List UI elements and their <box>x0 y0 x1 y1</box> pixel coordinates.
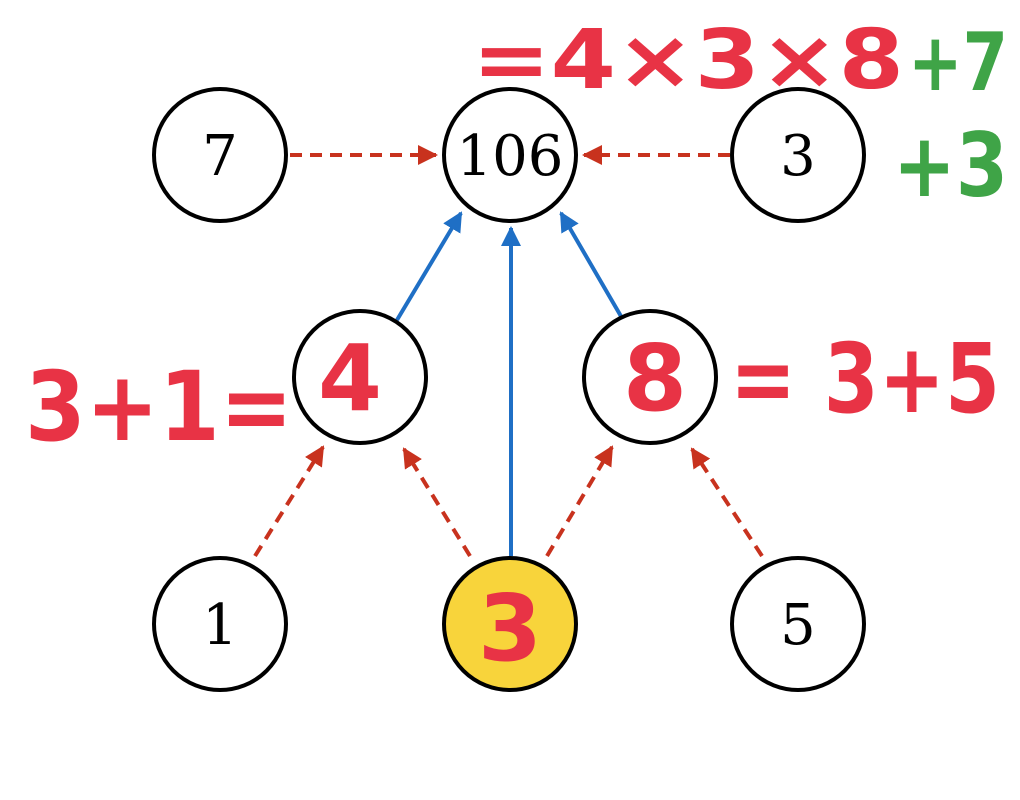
edge-bottom-right-to-mid-right <box>690 447 764 558</box>
node-bottom-right-label: 5 <box>780 593 816 658</box>
node-top-right-label: 3 <box>780 124 816 189</box>
annotation-plus-three: +3 <box>893 114 1008 217</box>
node-top-left: 7 <box>152 87 288 223</box>
annotation-right-equation: = 3+5 <box>730 323 1000 435</box>
node-bottom-left: 1 <box>152 556 288 692</box>
node-top-center-label: 106 <box>457 124 564 189</box>
annotation-plus-seven: +7 <box>908 16 1008 109</box>
node-top-center: 106 <box>442 87 578 223</box>
node-mid-left-label: 4 <box>318 325 382 432</box>
node-mid-left: 4 <box>292 309 428 445</box>
edge-bottom-center-to-mid-right <box>545 445 614 558</box>
edge-mid-left-to-top-center <box>395 211 463 322</box>
node-bottom-center-highlighted: 3 <box>442 556 578 692</box>
edge-mid-right-to-top-center <box>559 211 624 320</box>
edge-bottom-center-to-mid-left <box>402 447 472 558</box>
annotation-top-equation: =4×3×8 <box>472 13 904 108</box>
node-bottom-right: 5 <box>730 556 866 692</box>
annotation-left-equation: 3+1= <box>25 351 293 463</box>
edge-bottom-left-to-mid-left <box>253 445 325 558</box>
node-bottom-left-label: 1 <box>202 593 238 658</box>
node-top-right: 3 <box>730 87 866 223</box>
node-top-left-label: 7 <box>202 124 238 189</box>
node-mid-right-label: 8 <box>623 325 687 432</box>
node-mid-right: 8 <box>582 309 718 445</box>
node-bottom-center-label: 3 <box>478 575 542 682</box>
